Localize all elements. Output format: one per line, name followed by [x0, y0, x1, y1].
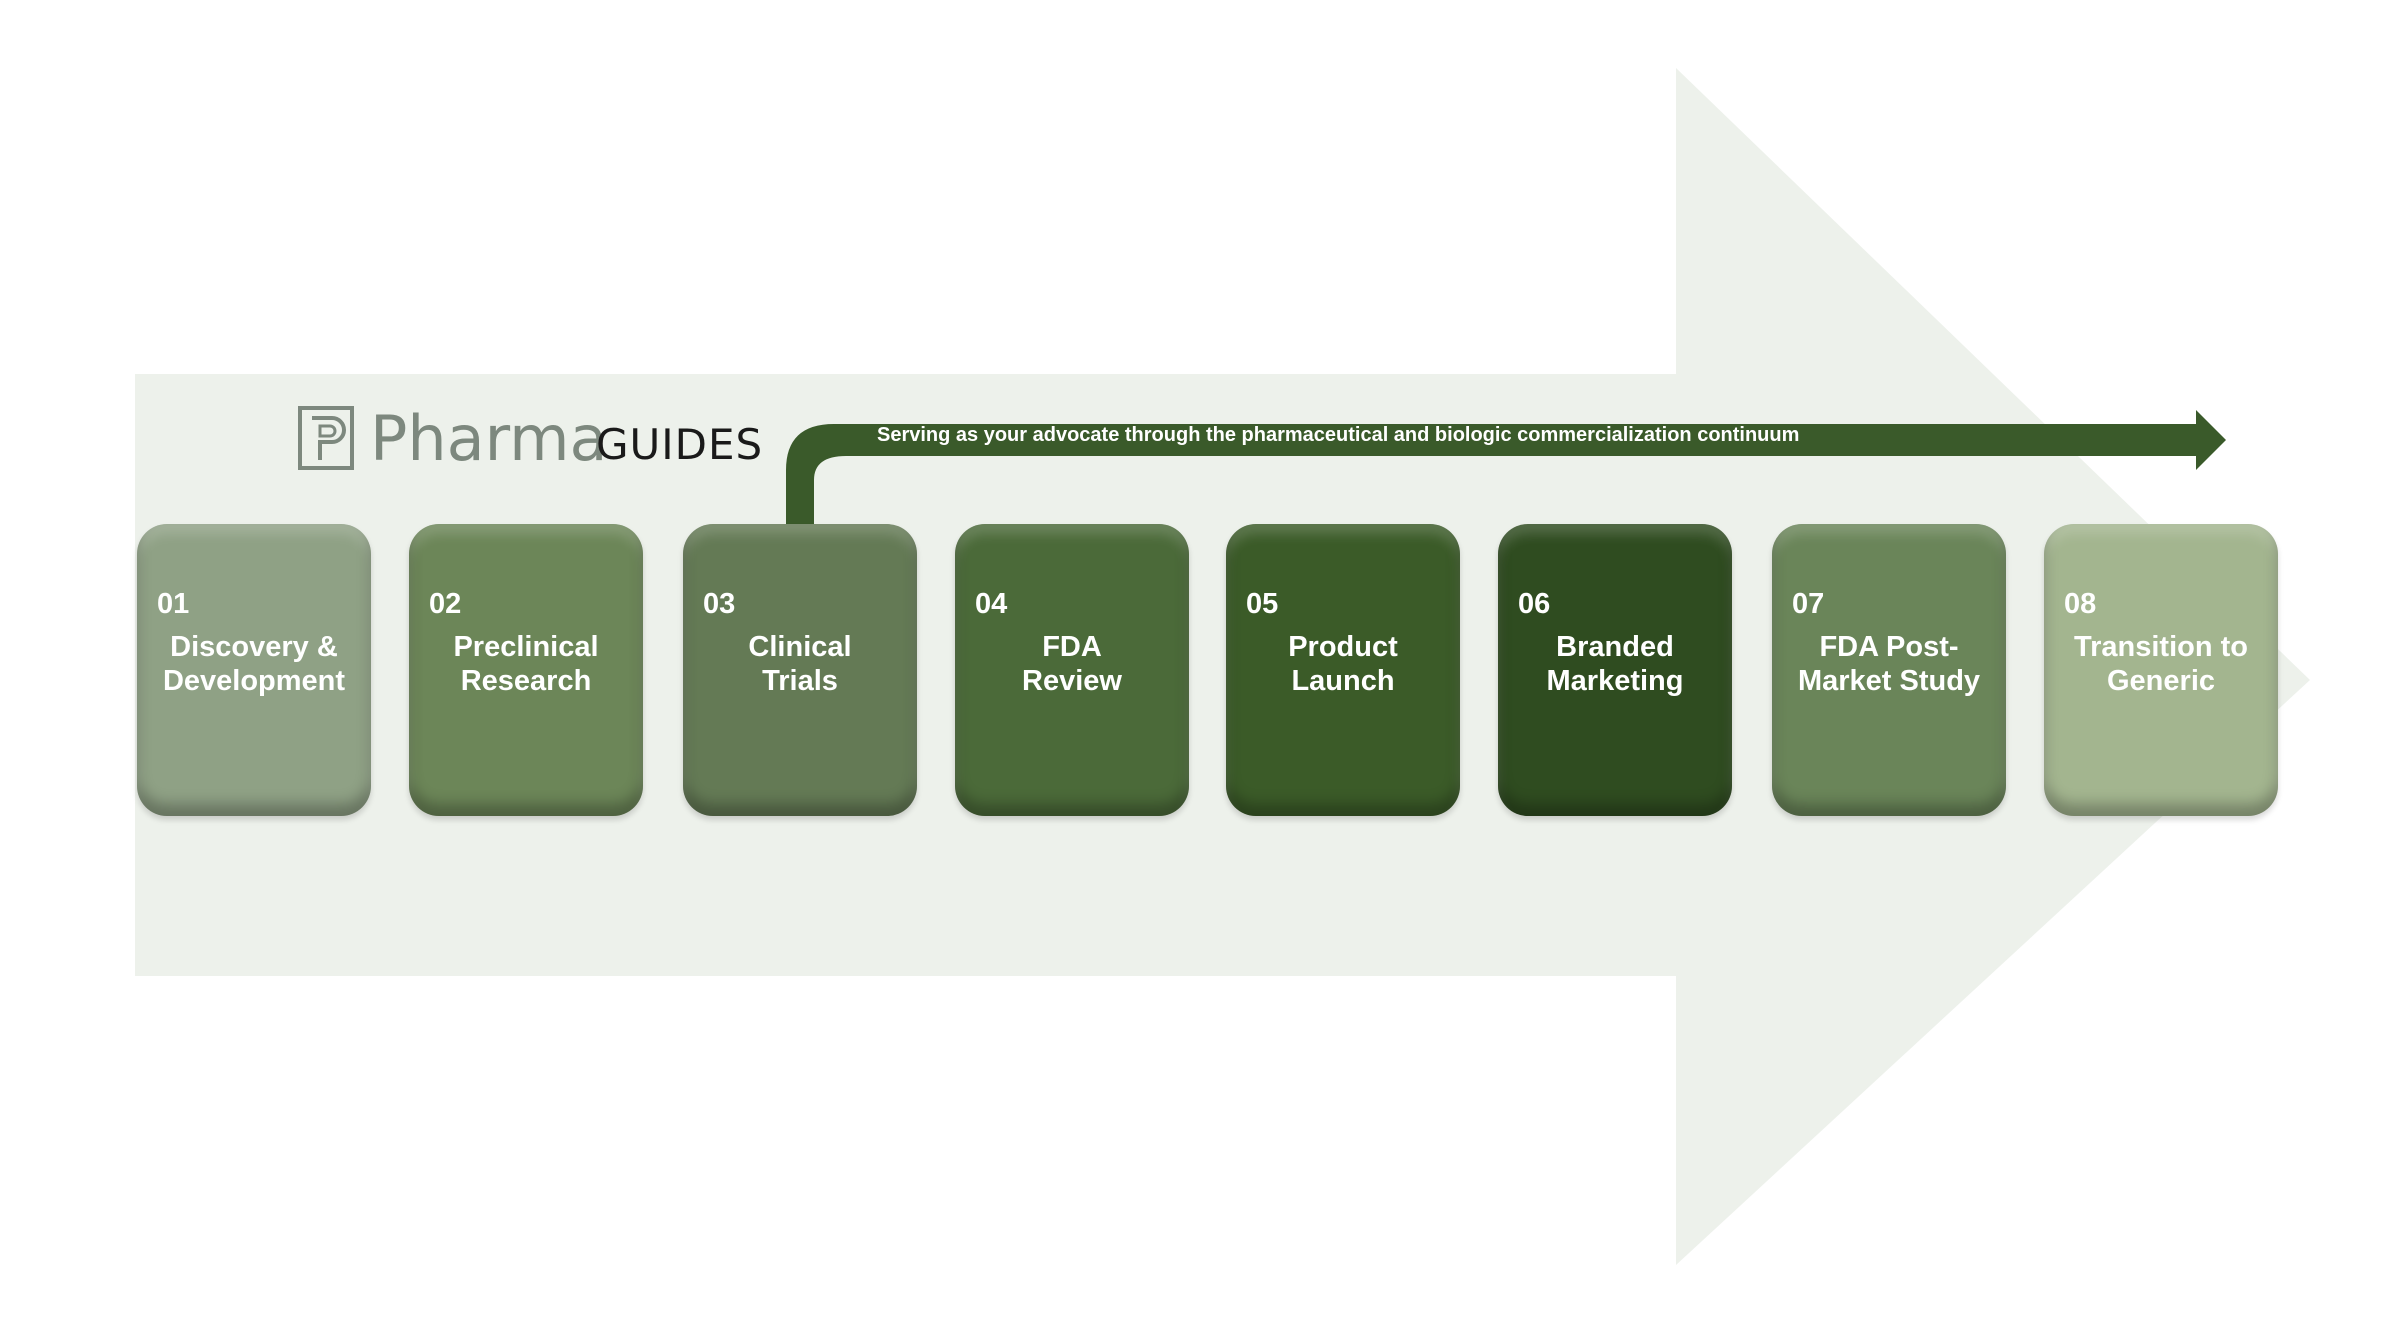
- step-label: Product Launch: [1226, 630, 1460, 698]
- step-label-line2: Marketing: [1546, 665, 1684, 697]
- step-label-line2: Launch: [1291, 665, 1395, 697]
- step-04: 04 FDA Review: [955, 524, 1189, 816]
- step-label-line1: Discovery &: [170, 631, 338, 663]
- banner-arrow-shape: [786, 410, 2226, 527]
- step-number: 05: [1246, 588, 1279, 620]
- step-label-line1: Branded: [1556, 631, 1674, 663]
- step-number: 02: [429, 588, 462, 620]
- step-label: Branded Marketing: [1498, 630, 1732, 698]
- step-label: Preclinical Research: [409, 630, 643, 698]
- logo-word-guides: GUIDES: [596, 420, 764, 469]
- step-number: 01: [157, 588, 190, 620]
- step-label-line1: Transition to: [2074, 631, 2248, 663]
- step-number: 03: [703, 588, 736, 620]
- step-number: 04: [975, 588, 1008, 620]
- step-label: Transition to Generic: [2044, 630, 2278, 698]
- step-label-line1: FDA Post-: [1819, 631, 1959, 663]
- step-label-line2: Review: [1022, 665, 1122, 697]
- step-06: 06 Branded Marketing: [1498, 524, 1732, 816]
- background-arrow-shape: [135, 68, 2310, 1265]
- step-number: 06: [1518, 588, 1551, 620]
- step-label-line1: Product: [1288, 631, 1398, 663]
- step-label-line2: Market Study: [1797, 665, 1981, 697]
- step-05: 05 Product Launch: [1226, 524, 1460, 816]
- step-label: FDA Post- Market Study: [1772, 630, 2006, 698]
- step-03: 03 Clinical Trials: [683, 524, 917, 816]
- step-label: FDA Review: [955, 630, 1189, 698]
- banner-text: Serving as your advocate through the pha…: [877, 424, 1800, 446]
- pharmaguides-p-logo-icon: [298, 406, 354, 470]
- step-label: Clinical Trials: [683, 630, 917, 698]
- step-08: 08 Transition to Generic: [2044, 524, 2278, 816]
- step-label-line2: Trials: [762, 665, 838, 697]
- step-label-line1: Clinical: [748, 631, 852, 663]
- step-label-line1: FDA: [1042, 631, 1102, 663]
- step-02: 02 Preclinical Research: [409, 524, 643, 816]
- logo-word-pharma: Pharma: [370, 402, 608, 475]
- step-07: 07 FDA Post- Market Study: [1772, 524, 2006, 816]
- step-01: 01 Discovery & Development: [137, 524, 371, 816]
- step-label-line2: Development: [162, 665, 346, 697]
- step-number: 07: [1792, 588, 1825, 620]
- step-label-line1: Preclinical: [453, 631, 599, 663]
- step-label: Discovery & Development: [137, 630, 371, 698]
- step-label-line2: Generic: [2107, 665, 2215, 697]
- step-number: 08: [2064, 588, 2097, 620]
- step-label-line2: Research: [460, 665, 592, 697]
